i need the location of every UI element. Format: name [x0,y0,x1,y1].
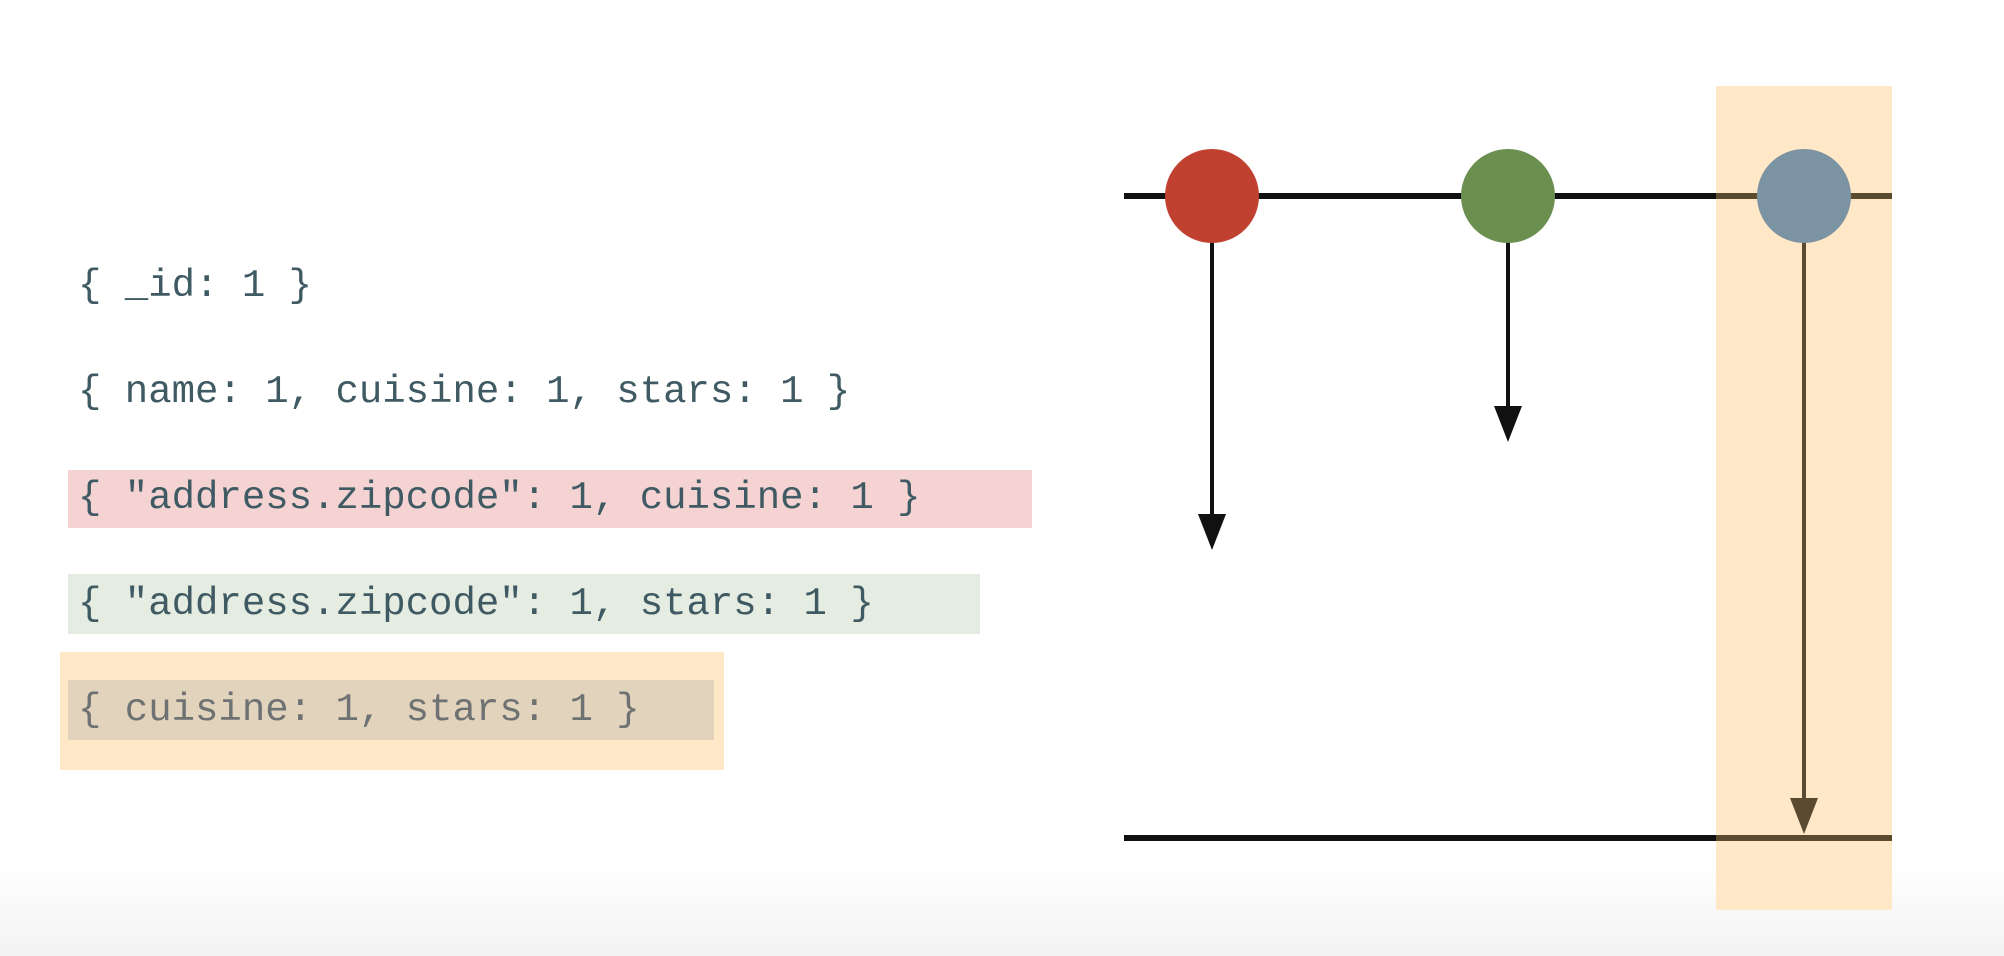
red-arrow-head [1198,514,1226,550]
index-name-cuisine-stars-text: { name: 1, cuisine: 1, stars: 1 } [78,370,851,414]
index-zipcode-stars-text: { "address.zipcode": 1, stars: 1 } [78,582,874,626]
gray-arrow-head [1790,798,1818,834]
green-node [1461,149,1555,243]
red-node [1165,149,1259,243]
index-zipcode-cuisine: { "address.zipcode": 1, cuisine: 1 } [0,468,921,528]
index-id: { _id: 1 } [0,256,312,316]
index-name-cuisine-stars: { name: 1, cuisine: 1, stars: 1 } [0,362,850,422]
green-highlight [68,574,980,634]
index-id-text: { _id: 1 } [78,264,313,308]
red-highlight [68,470,1032,528]
index-zipcode-cuisine-text: { "address.zipcode": 1, cuisine: 1 } [78,476,921,520]
index-cuisine-stars-text: { cuisine: 1, stars: 1 } [78,688,640,732]
green-arrow-head [1494,406,1522,442]
index-zipcode-stars: { "address.zipcode": 1, stars: 1 } [0,574,874,634]
gray-node [1757,149,1851,243]
orange-highlight-inner [68,680,714,740]
index-cuisine-stars: { cuisine: 1, stars: 1 } [0,680,640,740]
